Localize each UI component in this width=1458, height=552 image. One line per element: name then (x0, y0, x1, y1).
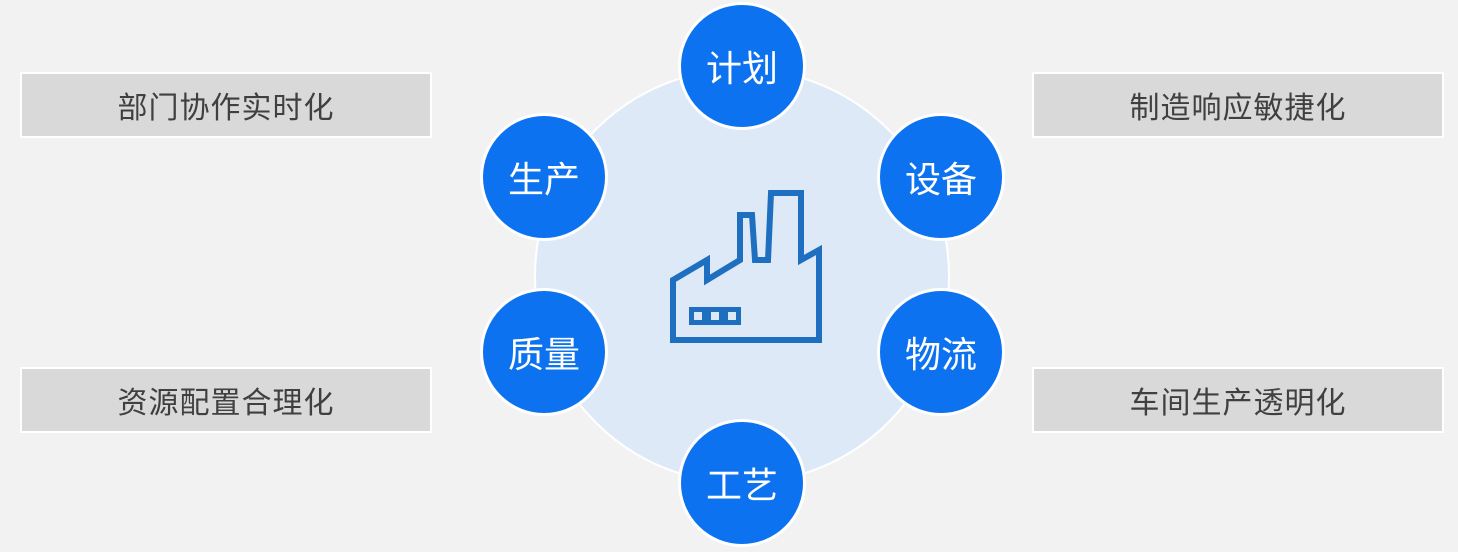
center-circle (534, 68, 950, 484)
side-label-top-left: 部门协作实时化 (20, 72, 432, 138)
node-production[interactable]: 生产 (480, 113, 608, 241)
node-logistics[interactable]: 物流 (877, 288, 1005, 416)
side-label-bottom-right: 车间生产透明化 (1032, 367, 1444, 433)
factory-icon (660, 185, 830, 350)
node-process[interactable]: 工艺 (678, 419, 806, 547)
node-equipment[interactable]: 设备 (877, 113, 1005, 241)
node-plan[interactable]: 计划 (678, 2, 806, 130)
node-quality[interactable]: 质量 (480, 288, 608, 416)
side-label-top-right: 制造响应敏捷化 (1032, 72, 1444, 138)
side-label-bottom-left: 资源配置合理化 (20, 367, 432, 433)
